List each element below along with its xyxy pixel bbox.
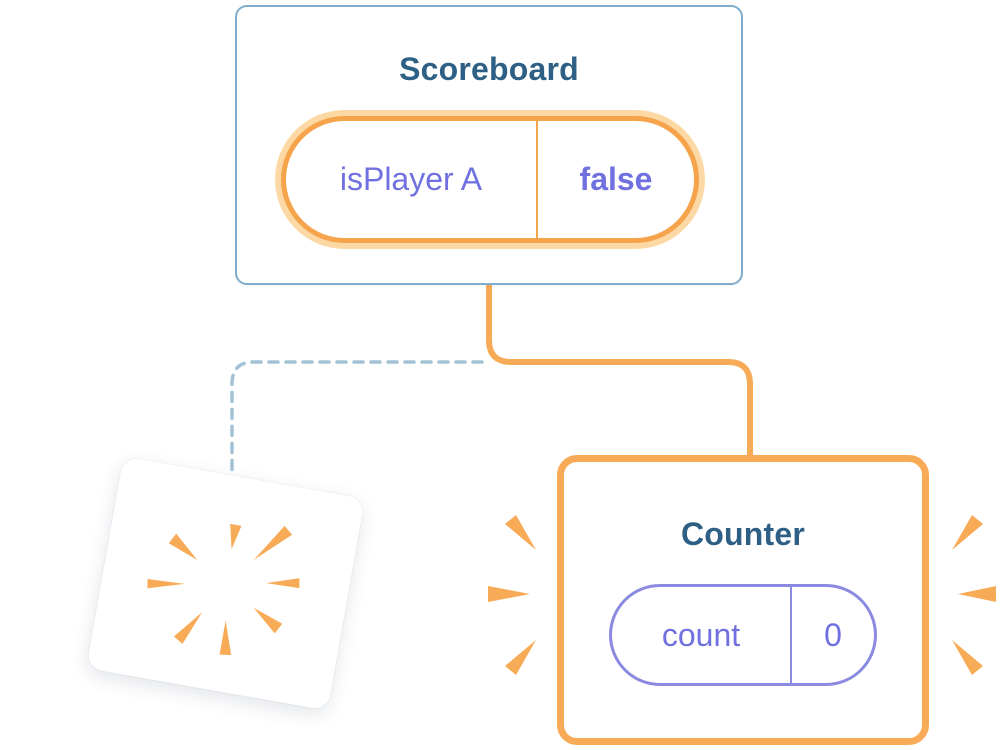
counter-state-name: count [661, 616, 741, 653]
scoreboard-title: Scoreboard [399, 51, 579, 87]
counter-component-card: Counter count 0 [557, 455, 929, 745]
scoreboard-state-value: false [579, 161, 653, 197]
counter-title: Counter [680, 516, 806, 552]
pill-divider [536, 121, 538, 238]
counter-state-pill: count 0 [609, 584, 877, 686]
counter-state-value: 0 [824, 616, 842, 653]
dashed-connector-line [230, 360, 484, 472]
poof-burst-icon [147, 523, 300, 656]
scoreboard-state-pill: isPlayer A false [281, 116, 699, 243]
solid-connector-line [486, 284, 753, 459]
scoreboard-state-name: isPlayer A [339, 161, 483, 197]
scoreboard-component-card: Scoreboard isPlayer A false [235, 5, 743, 285]
pill-divider [790, 587, 792, 683]
destroyed-component-card [86, 456, 365, 711]
emphasis-marks-icon [488, 515, 996, 675]
